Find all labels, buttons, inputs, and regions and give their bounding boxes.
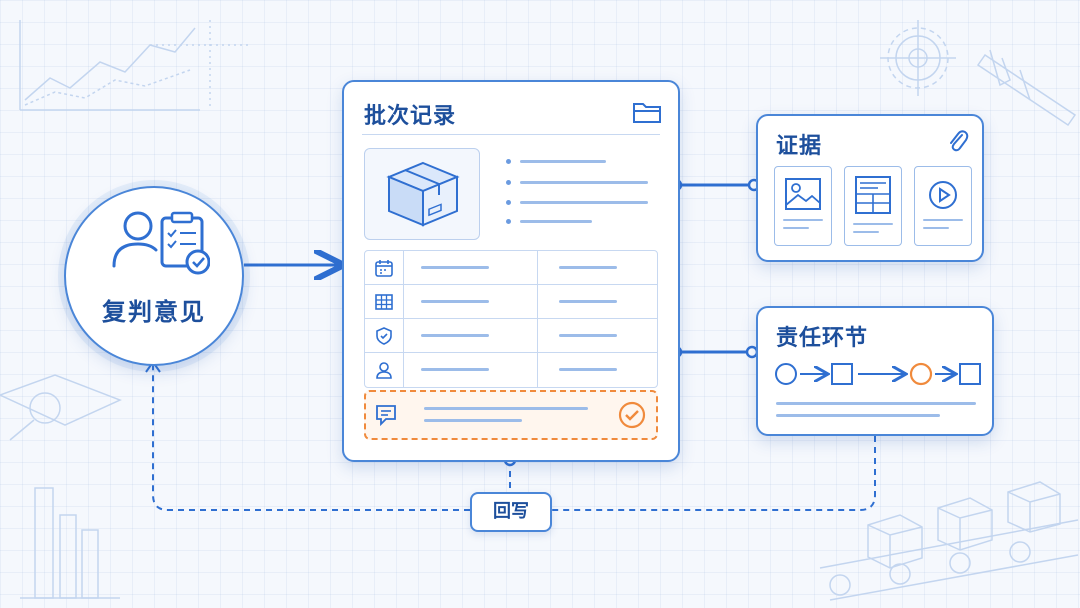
node-responsibility[interactable]: 责任环节 [756, 306, 994, 436]
video-doc-icon [929, 181, 957, 209]
text-line [520, 220, 592, 223]
col-divider [403, 251, 404, 387]
user-clipboard-check-icon [112, 211, 210, 275]
writeback-label[interactable]: 回写 [470, 492, 552, 532]
bullet [506, 180, 511, 185]
cell-line [559, 334, 617, 337]
bg-gear-decoration [880, 20, 956, 96]
bullet [506, 200, 511, 205]
shield-check-icon [376, 327, 392, 345]
grid-table-icon [375, 294, 393, 310]
evidence-doc-video[interactable] [914, 166, 972, 246]
doc-line [783, 227, 809, 229]
bg-bar-decoration [20, 487, 120, 599]
doc-line [853, 231, 879, 233]
comment-icon [376, 405, 396, 427]
text-line [520, 181, 648, 184]
comment-line [424, 419, 522, 422]
flow-step-circle-accent [909, 362, 933, 386]
flow-step-square [959, 363, 981, 385]
title-divider [362, 134, 660, 135]
cell-line [559, 266, 617, 269]
text-line [520, 160, 606, 163]
cell-line [421, 368, 489, 371]
doc-line [853, 223, 893, 225]
cell-line [559, 300, 617, 303]
doc-line [783, 219, 823, 221]
user-icon [376, 362, 392, 379]
comment-line [424, 407, 588, 410]
bg-magnifier-decoration [0, 374, 122, 441]
bullet [506, 159, 511, 164]
check-circle-icon [618, 401, 646, 429]
text-line [776, 414, 940, 417]
flow-step-square [831, 363, 853, 385]
highlighted-comment-row[interactable] [364, 390, 658, 440]
flow-step-circle [775, 363, 797, 385]
evidence-title: 证据 [776, 134, 823, 159]
review-opinion-label: 复判意见 [102, 298, 206, 326]
text-line [776, 402, 976, 405]
calendar-icon [375, 260, 393, 277]
doc-line [923, 227, 949, 229]
package-box-icon [386, 161, 460, 227]
responsibility-title: 责任环节 [776, 326, 869, 351]
bg-caliper-decoration [976, 49, 1077, 127]
row-divider [365, 284, 657, 285]
bullet [506, 219, 511, 224]
node-evidence[interactable]: 证据 [756, 114, 984, 262]
node-batch-record[interactable]: 批次记录 [342, 80, 680, 462]
cell-line [421, 266, 489, 269]
record-table [364, 250, 658, 388]
edge-batch-to-responsibility [669, 345, 759, 359]
node-review-opinion[interactable]: 复判意见 [64, 186, 244, 366]
evidence-doc-image[interactable] [774, 166, 832, 246]
cell-line [559, 368, 617, 371]
spreadsheet-doc-icon [855, 176, 891, 214]
bg-conveyor-decoration [819, 481, 1079, 601]
text-line [520, 201, 648, 204]
responsibility-flow [775, 362, 981, 386]
col-divider [537, 251, 538, 387]
writeback-label-text: 回写 [493, 501, 529, 522]
bg-line-chart-decoration [19, 20, 250, 111]
paperclip-icon [950, 130, 969, 152]
cell-line [421, 334, 489, 337]
batch-record-title: 批次记录 [364, 104, 457, 129]
cell-line [421, 300, 489, 303]
row-divider [365, 318, 657, 319]
image-doc-icon [785, 178, 821, 210]
edge-batch-to-evidence [669, 178, 761, 192]
product-image-frame [364, 148, 480, 240]
folder-icon [633, 103, 661, 123]
doc-line [923, 219, 963, 221]
row-divider [365, 352, 657, 353]
evidence-doc-spreadsheet[interactable] [844, 166, 902, 246]
